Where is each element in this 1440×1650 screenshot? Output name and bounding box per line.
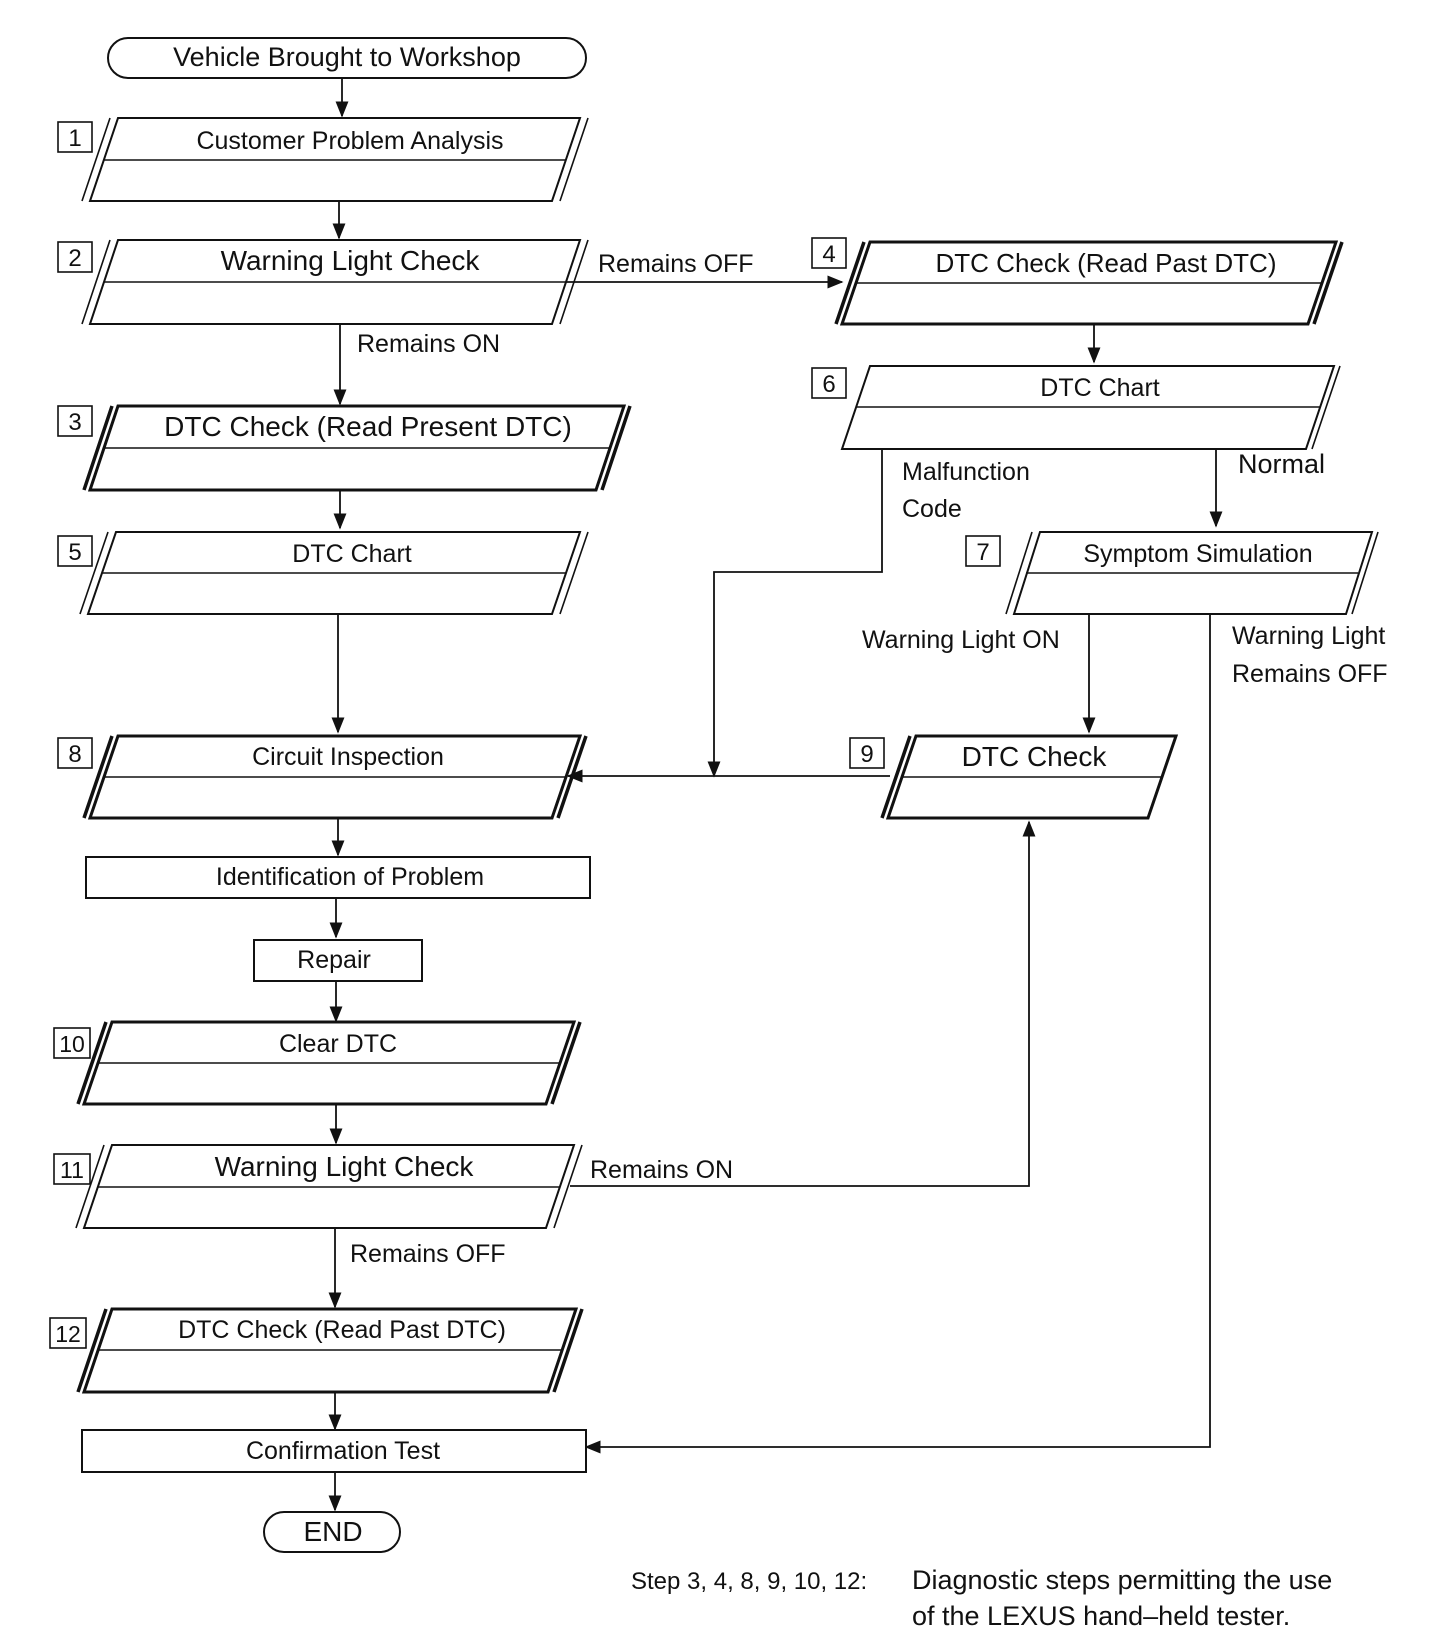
step-number: 11 <box>60 1157 84 1183</box>
step-number-box <box>57 241 93 273</box>
step-number-box <box>49 1317 87 1349</box>
step-label: DTC Check <box>962 741 1108 772</box>
step-number: 6 <box>822 371 835 398</box>
edge-s11-to-s9 <box>570 820 1036 1187</box>
step-label: Warning Light Check <box>221 245 481 276</box>
step-9: 9 DTC Check <box>849 734 1179 820</box>
edge-label-s2-remains-on: Remains ON <box>357 330 500 358</box>
end-label: END <box>303 1516 362 1547</box>
step-number: 8 <box>68 741 81 768</box>
step-label: DTC Chart <box>292 540 412 568</box>
step-label: DTC Check (Read Past DTC) <box>936 248 1277 278</box>
step-number-box <box>57 737 93 769</box>
step-4: 4 DTC Check (Read Past DTC) <box>811 237 1344 326</box>
edge-labels: Remains OFF Remains ON Malfunction Code … <box>350 250 1388 1268</box>
step-7: 7 Symptom Simulation <box>965 531 1379 615</box>
step-1: 1 Customer Problem Analysis <box>57 117 589 202</box>
step-number-box <box>53 1153 91 1185</box>
start-label: Vehicle Brought to Workshop <box>173 42 521 72</box>
footnote-steps: Step 3, 4, 8, 9, 10, 12: <box>631 1568 867 1595</box>
edge-label-s7-light-off-2: Remains OFF <box>1232 660 1388 688</box>
end-terminal: END <box>263 1511 401 1553</box>
step-label: DTC Chart <box>1040 374 1160 402</box>
step-number-box <box>53 1027 91 1059</box>
step-label: Customer Problem Analysis <box>196 127 503 155</box>
footnote: Step 3, 4, 8, 9, 10, 12: Diagnostic step… <box>631 1565 1332 1631</box>
step-label: Clear DTC <box>279 1030 397 1058</box>
step-3: 3 DTC Check (Read Present DTC) <box>57 404 632 492</box>
step-number: 3 <box>68 409 81 436</box>
step-number: 10 <box>59 1031 85 1057</box>
step-11: 11 Warning Light Check <box>53 1144 583 1229</box>
step-12: 12 DTC Check (Read Past DTC) <box>49 1307 584 1394</box>
step-10: 10 Clear DTC <box>53 1020 582 1106</box>
edge-s6-malfunction-to-s8 <box>707 450 883 778</box>
step-number-box <box>57 535 93 567</box>
step-6: 6 DTC Chart <box>811 365 1341 450</box>
flow-edges <box>328 76 1223 1512</box>
step-number-box <box>57 405 93 437</box>
footnote-line-1: Diagnostic steps permitting the use <box>912 1565 1332 1595</box>
step-number: 7 <box>976 539 989 566</box>
footnote-line-2: of the LEXUS hand–held tester. <box>912 1601 1290 1631</box>
step-5: 5 DTC Chart <box>57 531 589 615</box>
identification-box: Identification of Problem <box>85 856 591 899</box>
step-2: 2 Warning Light Check <box>57 239 589 325</box>
edge-s7-off-to-confirmation <box>584 613 1211 1454</box>
step-number: 1 <box>68 125 81 152</box>
step-number-box <box>811 367 847 399</box>
step-label: Symptom Simulation <box>1083 540 1312 568</box>
edge-label-s2-remains-off: Remains OFF <box>598 250 754 278</box>
step-number: 9 <box>860 741 873 768</box>
edge-label-s7-light-on: Warning Light ON <box>862 626 1060 654</box>
step-number: 12 <box>55 1321 81 1347</box>
step-number-box <box>57 121 93 153</box>
step-label: Circuit Inspection <box>252 743 444 771</box>
step-label: DTC Check (Read Past DTC) <box>178 1316 506 1344</box>
step-number-box <box>849 737 885 769</box>
confirmation-box: Confirmation Test <box>81 1429 587 1473</box>
start-terminal: Vehicle Brought to Workshop <box>107 37 587 79</box>
step-number-box <box>811 237 847 269</box>
step-number: 5 <box>68 539 81 566</box>
repair-box: Repair <box>253 939 423 982</box>
identification-label: Identification of Problem <box>216 863 484 891</box>
step-number-box <box>965 535 1001 567</box>
edge-label-s6-malfunction: Malfunction <box>902 458 1030 486</box>
step-number: 2 <box>68 245 81 272</box>
edge-label-s6-normal: Normal <box>1238 449 1325 479</box>
edge-label-s7-light-off-1: Warning Light <box>1232 622 1385 650</box>
repair-label: Repair <box>297 946 371 974</box>
step-label: Warning Light Check <box>215 1151 475 1182</box>
confirmation-label: Confirmation Test <box>246 1437 440 1465</box>
step-number: 4 <box>822 241 835 268</box>
edge-label-s6-code: Code <box>902 495 962 523</box>
edge-label-s11-remains-off: Remains OFF <box>350 1240 506 1268</box>
step-8: 8 Circuit Inspection <box>57 734 588 820</box>
step-label: DTC Check (Read Present DTC) <box>164 411 572 442</box>
edge-label-s11-remains-on: Remains ON <box>590 1156 733 1184</box>
